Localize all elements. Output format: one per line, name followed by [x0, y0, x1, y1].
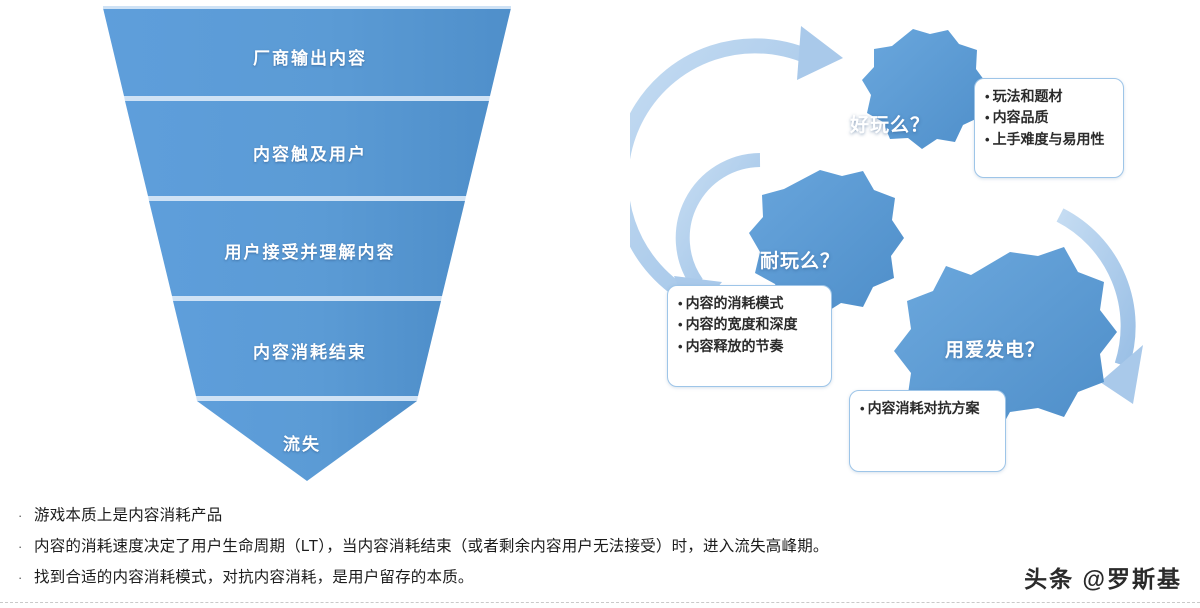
funnel-band-1: [103, 8, 511, 96]
funnel-band-4: [173, 301, 441, 396]
callout-durable: 内容的消耗模式 内容的宽度和深度 内容释放的节奏: [667, 285, 832, 387]
watermark-label: 头条 @罗斯基: [1024, 566, 1182, 592]
callout-fun-list: 玩法和题材 内容品质 上手难度与易用性: [985, 86, 1113, 150]
callout-fun-item-1: 玩法和题材: [985, 86, 1113, 107]
bottom-divider: [0, 602, 1200, 604]
callout-fun: 玩法和题材 内容品质 上手难度与易用性: [974, 78, 1124, 178]
gear-love-power-shape: [894, 247, 1117, 437]
callout-fun-item-3: 上手难度与易用性: [985, 129, 1113, 150]
callout-durable-item-2: 内容的宽度和深度: [678, 314, 821, 335]
gear-durable: [749, 170, 904, 315]
arrow-up-left: [613, 26, 843, 307]
funnel-separator-1: [124, 96, 490, 101]
funnel-diagram: 厂商输出内容 内容触及用户 用户接受并理解内容 内容消耗结束 流失: [0, 0, 620, 500]
funnel-top-edge: [103, 6, 511, 9]
note-text: 内容的消耗速度决定了用户生命周期（LT），当内容消耗结束（或者剩余内容用户无法接…: [34, 538, 829, 555]
note-text: 找到合适的内容消耗模式，对抗内容消耗，是用户留存的本质。: [34, 569, 474, 586]
callout-love-power-list: 内容消耗对抗方案: [860, 398, 995, 419]
gear-love-power: [894, 247, 1117, 437]
note-bullet-icon: ·: [18, 570, 23, 585]
note-text: 游戏本质上是内容消耗产品: [34, 507, 223, 524]
callout-love-power: 内容消耗对抗方案: [849, 390, 1006, 472]
callout-durable-item-1: 内容的消耗模式: [678, 293, 821, 314]
funnel-separator-3: [172, 296, 442, 301]
callout-durable-item-3: 内容释放的节奏: [678, 336, 821, 357]
note-bullet-icon: ·: [18, 539, 23, 554]
note-row: · 游戏本质上是内容消耗产品: [18, 505, 1018, 527]
gear-fun-shape: [862, 29, 987, 149]
funnel-band-3: [149, 201, 465, 296]
note-bullet-icon: ·: [18, 508, 23, 523]
funnel-band-2: [125, 101, 489, 196]
gear-fun: [862, 29, 987, 149]
callout-love-power-item-1: 内容消耗对抗方案: [860, 398, 995, 419]
funnel-separator-4: [196, 396, 418, 401]
gear-durable-shape: [749, 170, 904, 315]
callout-durable-list: 内容的消耗模式 内容的宽度和深度 内容释放的节奏: [678, 293, 821, 357]
note-row: · 找到合适的内容消耗模式，对抗内容消耗，是用户留存的本质。: [18, 567, 1018, 589]
funnel-shape-svg: [103, 6, 511, 481]
arrow-down-right: [1056, 208, 1143, 404]
callout-fun-item-2: 内容品质: [985, 107, 1113, 128]
gear-shapes-svg: [613, 26, 1143, 437]
funnel-band-5: [197, 401, 417, 481]
funnel-separator-2: [148, 196, 466, 201]
note-row: · 内容的消耗速度决定了用户生命周期（LT），当内容消耗结束（或者剩余内容用户无…: [18, 536, 1018, 558]
summary-notes: · 游戏本质上是内容消耗产品 · 内容的消耗速度决定了用户生命周期（LT），当内…: [18, 505, 1018, 598]
